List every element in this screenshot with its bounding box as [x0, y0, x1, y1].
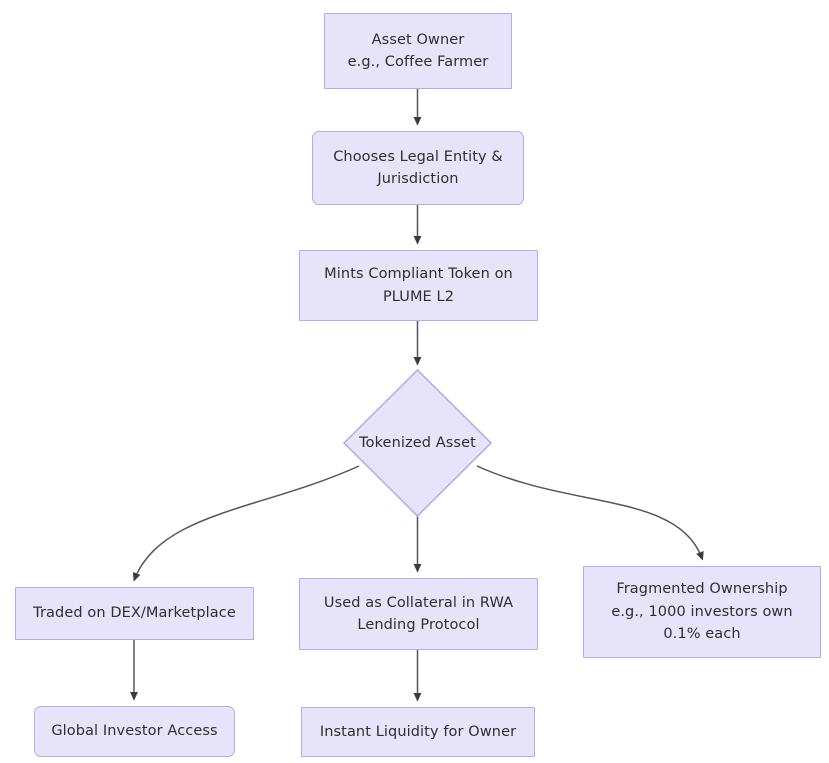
node-fragmented-ownership[interactable]: Fragmented Ownership e.g., 1000 investor… [583, 566, 821, 658]
edge-tokenized-asset-to-fragmented-ownership [476, 465, 704, 561]
node-global-investor-access[interactable]: Global Investor Access [34, 706, 235, 757]
node-tokenized-asset-label: Tokenized Asset [359, 435, 476, 451]
node-chooses-legal-entity[interactable]: Chooses Legal Entity & Jurisdiction [312, 131, 524, 205]
node-used-as-collateral-rwa[interactable]: Used as Collateral in RWA Lending Protoc… [299, 578, 538, 650]
edge-tokenized-asset-to-traded-dex [132, 465, 360, 582]
node-traded-on-dex-marketplace[interactable]: Traded on DEX/Marketplace [15, 587, 254, 640]
diamond-shape [343, 369, 492, 517]
node-mints-compliant-token[interactable]: Mints Compliant Token on PLUME L2 [299, 250, 538, 321]
node-tokenized-asset[interactable]: Tokenized Asset [343, 369, 492, 517]
node-asset-owner[interactable]: Asset Owner e.g., Coffee Farmer [324, 13, 512, 89]
node-instant-liquidity-for-owner[interactable]: Instant Liquidity for Owner [301, 707, 535, 757]
